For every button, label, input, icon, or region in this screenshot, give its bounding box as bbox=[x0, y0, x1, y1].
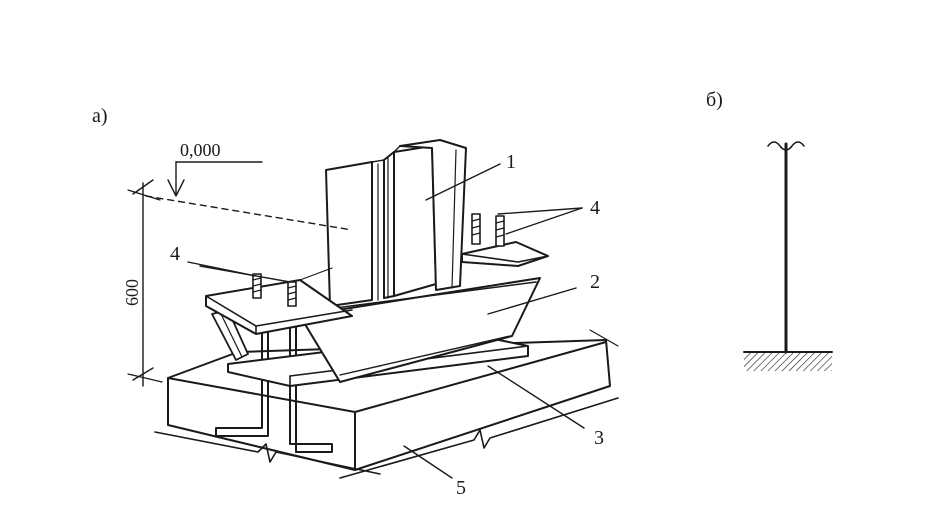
column bbox=[325, 139, 467, 307]
callout-2: 2 bbox=[590, 271, 600, 293]
anchor-bolts bbox=[252, 213, 505, 307]
panel-b-label: б) bbox=[706, 89, 723, 111]
elevation-label: 0,000 bbox=[180, 140, 221, 160]
elevation-mark: 0,000 bbox=[145, 140, 353, 231]
callout-1: 1 bbox=[506, 151, 516, 173]
panel-a: а) bbox=[92, 105, 619, 499]
left-anchor-plate bbox=[205, 267, 353, 335]
anchor-bolt bbox=[287, 281, 297, 307]
right-anchor-plate bbox=[461, 241, 549, 267]
dimension-label: 600 bbox=[122, 279, 142, 306]
callout-5: 5 bbox=[456, 477, 466, 499]
callout-3: 3 bbox=[594, 427, 604, 449]
ground-hatch bbox=[744, 353, 832, 371]
dimension-600: 600 bbox=[122, 179, 163, 387]
anchor-bolt bbox=[471, 213, 481, 245]
panel-a-label: а) bbox=[92, 105, 108, 127]
traverse bbox=[299, 277, 541, 383]
anchor-bolt-hooks bbox=[215, 295, 333, 453]
callout-4-right: 4 bbox=[590, 197, 600, 219]
callout-4-left: 4 bbox=[170, 243, 180, 265]
leader-lines bbox=[187, 163, 585, 479]
anchor-bolt bbox=[495, 215, 505, 247]
anchor-bolt bbox=[252, 273, 262, 299]
panel-b: б) bbox=[706, 89, 833, 371]
